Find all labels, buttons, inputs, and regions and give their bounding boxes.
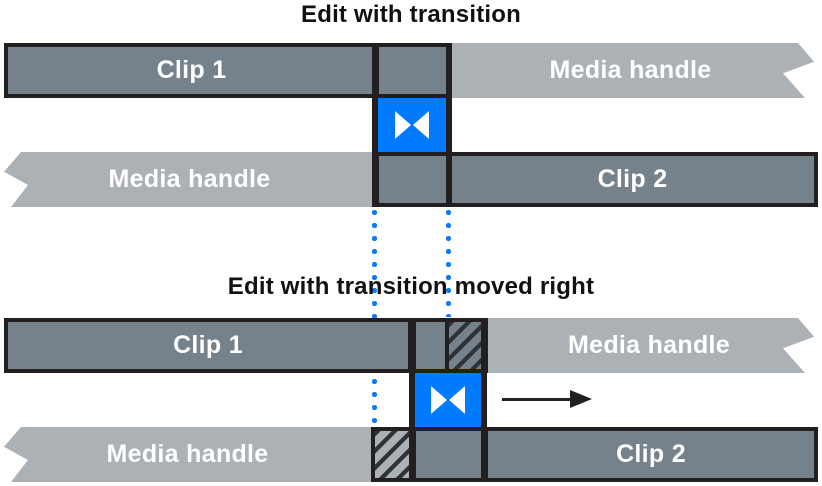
clip1-bar-bottom-diagram: Clip 1 (4, 318, 412, 373)
transition-overlap-segment-upper-bottom-diagram (412, 318, 449, 373)
edit-point-line-right-bottom-diagram (481, 318, 487, 482)
clip2-bar-top-diagram: Clip 2 (447, 152, 818, 207)
media-handle-label: Media handle (106, 440, 269, 468)
arrow-shaft (502, 398, 574, 401)
media-handle-bar-upper-top-diagram: Media handle (447, 43, 814, 98)
media-handle-label: Media handle (549, 56, 712, 84)
clip1-label: Clip 1 (173, 331, 243, 359)
transition-bowtie-icon (431, 386, 465, 414)
media-handle-bar-lower-top-diagram: Media handle (4, 152, 375, 207)
arrow-head (570, 390, 592, 408)
transition-overlap-segment-lower-top-diagram (375, 152, 451, 207)
bottom-diagram-title: Edit with transition moved right (227, 273, 595, 300)
clip1-bar-top-diagram: Clip 1 (4, 43, 379, 98)
clip2-label: Clip 2 (616, 440, 686, 468)
top-diagram-title: Edit with transition (301, 1, 521, 28)
transition-overlap-segment-upper-top-diagram (375, 43, 451, 98)
move-direction-right-arrow-icon (502, 390, 597, 410)
media-handle-label: Media handle (108, 165, 271, 193)
transition-box-top-diagram (372, 98, 452, 152)
transition-bowtie-icon (395, 111, 429, 139)
media-handle-bar-lower-bottom-diagram: Media handle (4, 427, 371, 482)
original-edit-point-dotted-line-right (446, 210, 451, 317)
clip1-label: Clip 1 (156, 56, 227, 84)
edit-point-line-right-top-diagram (446, 43, 452, 207)
media-handle-bar-upper-bottom-diagram: Media handle (484, 318, 814, 373)
transition-overlap-segment-lower-bottom-diagram (412, 427, 488, 482)
edit-point-line-left-top-diagram (372, 43, 378, 207)
media-handle-label: Media handle (568, 331, 730, 359)
clip2-bar-bottom-diagram: Clip 2 (484, 427, 818, 482)
edit-point-line-left-bottom-diagram (409, 318, 415, 482)
clip2-label: Clip 2 (597, 165, 668, 193)
transition-box-bottom-diagram (409, 373, 487, 427)
